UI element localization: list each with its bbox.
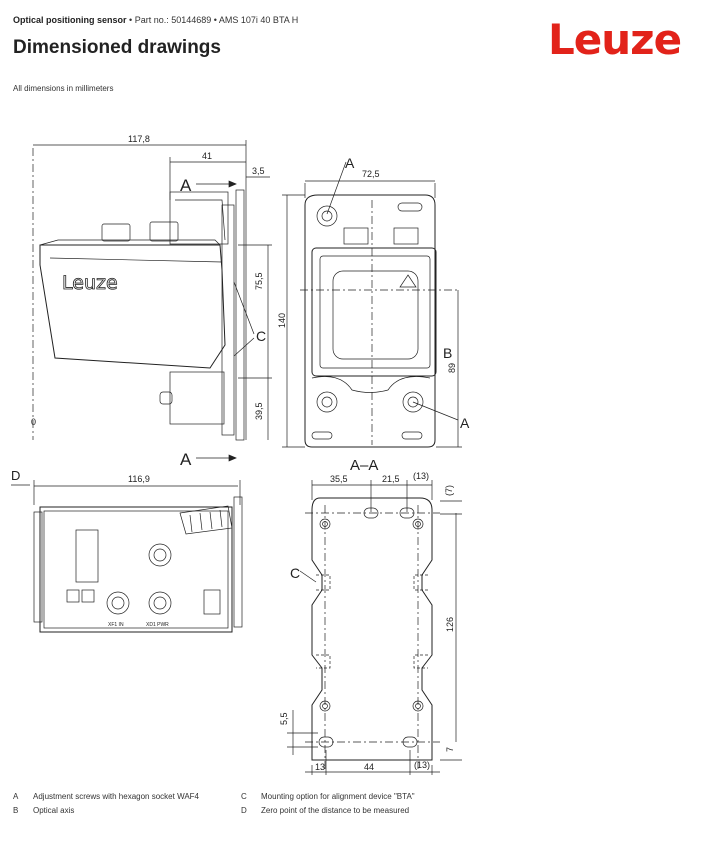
side-view: Leuze 117,8 41 3,5 75,5 39,5 A A C 0 — [31, 134, 272, 469]
dim-13-paren-bottom: (13) — [414, 760, 430, 770]
dim-13-top: (13) — [413, 471, 429, 481]
legend-item-a: A Adjustment screws with hexagon socket W… — [13, 792, 199, 801]
product-category: Optical positioning sensor — [13, 15, 127, 25]
dim-35-5: 35,5 — [330, 474, 348, 484]
section-a-top-label: A — [180, 176, 192, 195]
units-note: All dimensions in millimeters — [13, 84, 114, 93]
callout-a-right: A — [460, 415, 470, 431]
section-a-a-view: A–A 35,5 21,5 (13) (7) — [279, 457, 462, 775]
dim-126: 126 — [445, 617, 455, 632]
dim-116-9: 116,9 — [128, 474, 150, 484]
callout-a-top: A — [345, 155, 355, 171]
zero-point-d: D — [11, 468, 20, 483]
dim-44: 44 — [364, 762, 374, 772]
legend-text: Optical axis — [33, 806, 75, 815]
port-xd1-pwr: XD1 PWR — [146, 622, 169, 628]
document-header: Optical positioning sensor • Part no.: 5… — [13, 15, 298, 25]
dim-5-5: 5,5 — [279, 712, 289, 725]
part-number: Part no.: 50144689 • AMS 107i 40 BTA H — [134, 15, 299, 25]
legend-key: D — [241, 806, 247, 815]
dim-75-5: 75,5 — [254, 272, 264, 290]
axis-label-b: B — [443, 345, 452, 361]
zero-marker-side: 0 — [31, 417, 36, 427]
header-separator: • — [129, 15, 135, 25]
dim-117-8: 117,8 — [128, 134, 150, 144]
brand-logo: Leuze — [548, 15, 682, 64]
callout-c-side: C — [256, 328, 266, 344]
legend-text: Zero point of the distance to be measure… — [261, 806, 410, 815]
front-view: 72,5 140 89 B — [277, 155, 470, 448]
legend-key: B — [13, 806, 19, 815]
dim-89: 89 — [447, 363, 457, 373]
dim-41: 41 — [202, 151, 212, 161]
callout-c-section: C — [290, 565, 300, 581]
dim-140: 140 — [277, 313, 287, 328]
section-a-bottom-label: A — [180, 450, 192, 469]
legend-key: C — [241, 792, 247, 801]
dim-39-5: 39,5 — [254, 402, 264, 420]
legend-item-b: B Optical axis — [13, 806, 74, 815]
dim-13-bottom: 13 — [315, 762, 325, 772]
dim-7-bottom: 7 — [445, 747, 455, 752]
legend-text: Mounting option for alignment device "BT… — [261, 792, 415, 801]
section-title: A–A — [350, 457, 378, 474]
legend-item-c: C Mounting option for alignment device "B… — [241, 792, 415, 801]
dim-72-5: 72,5 — [362, 169, 380, 179]
legend-text: Adjustment screws with hexagon socket WA… — [33, 792, 199, 801]
dim-3-5: 3,5 — [252, 166, 265, 176]
legend-item-d: D Zero point of the distance to be measur… — [241, 806, 409, 815]
dim-21-5: 21,5 — [382, 474, 400, 484]
top-view: D 116,9 XF1 IN XD1 PWR — [11, 468, 243, 633]
port-xf1-in: XF1 IN — [108, 622, 124, 628]
housing-brand: Leuze — [62, 272, 118, 294]
dim-7-top: (7) — [444, 485, 454, 496]
page-title: Dimensioned drawings — [13, 37, 221, 58]
legend-key: A — [13, 792, 19, 801]
